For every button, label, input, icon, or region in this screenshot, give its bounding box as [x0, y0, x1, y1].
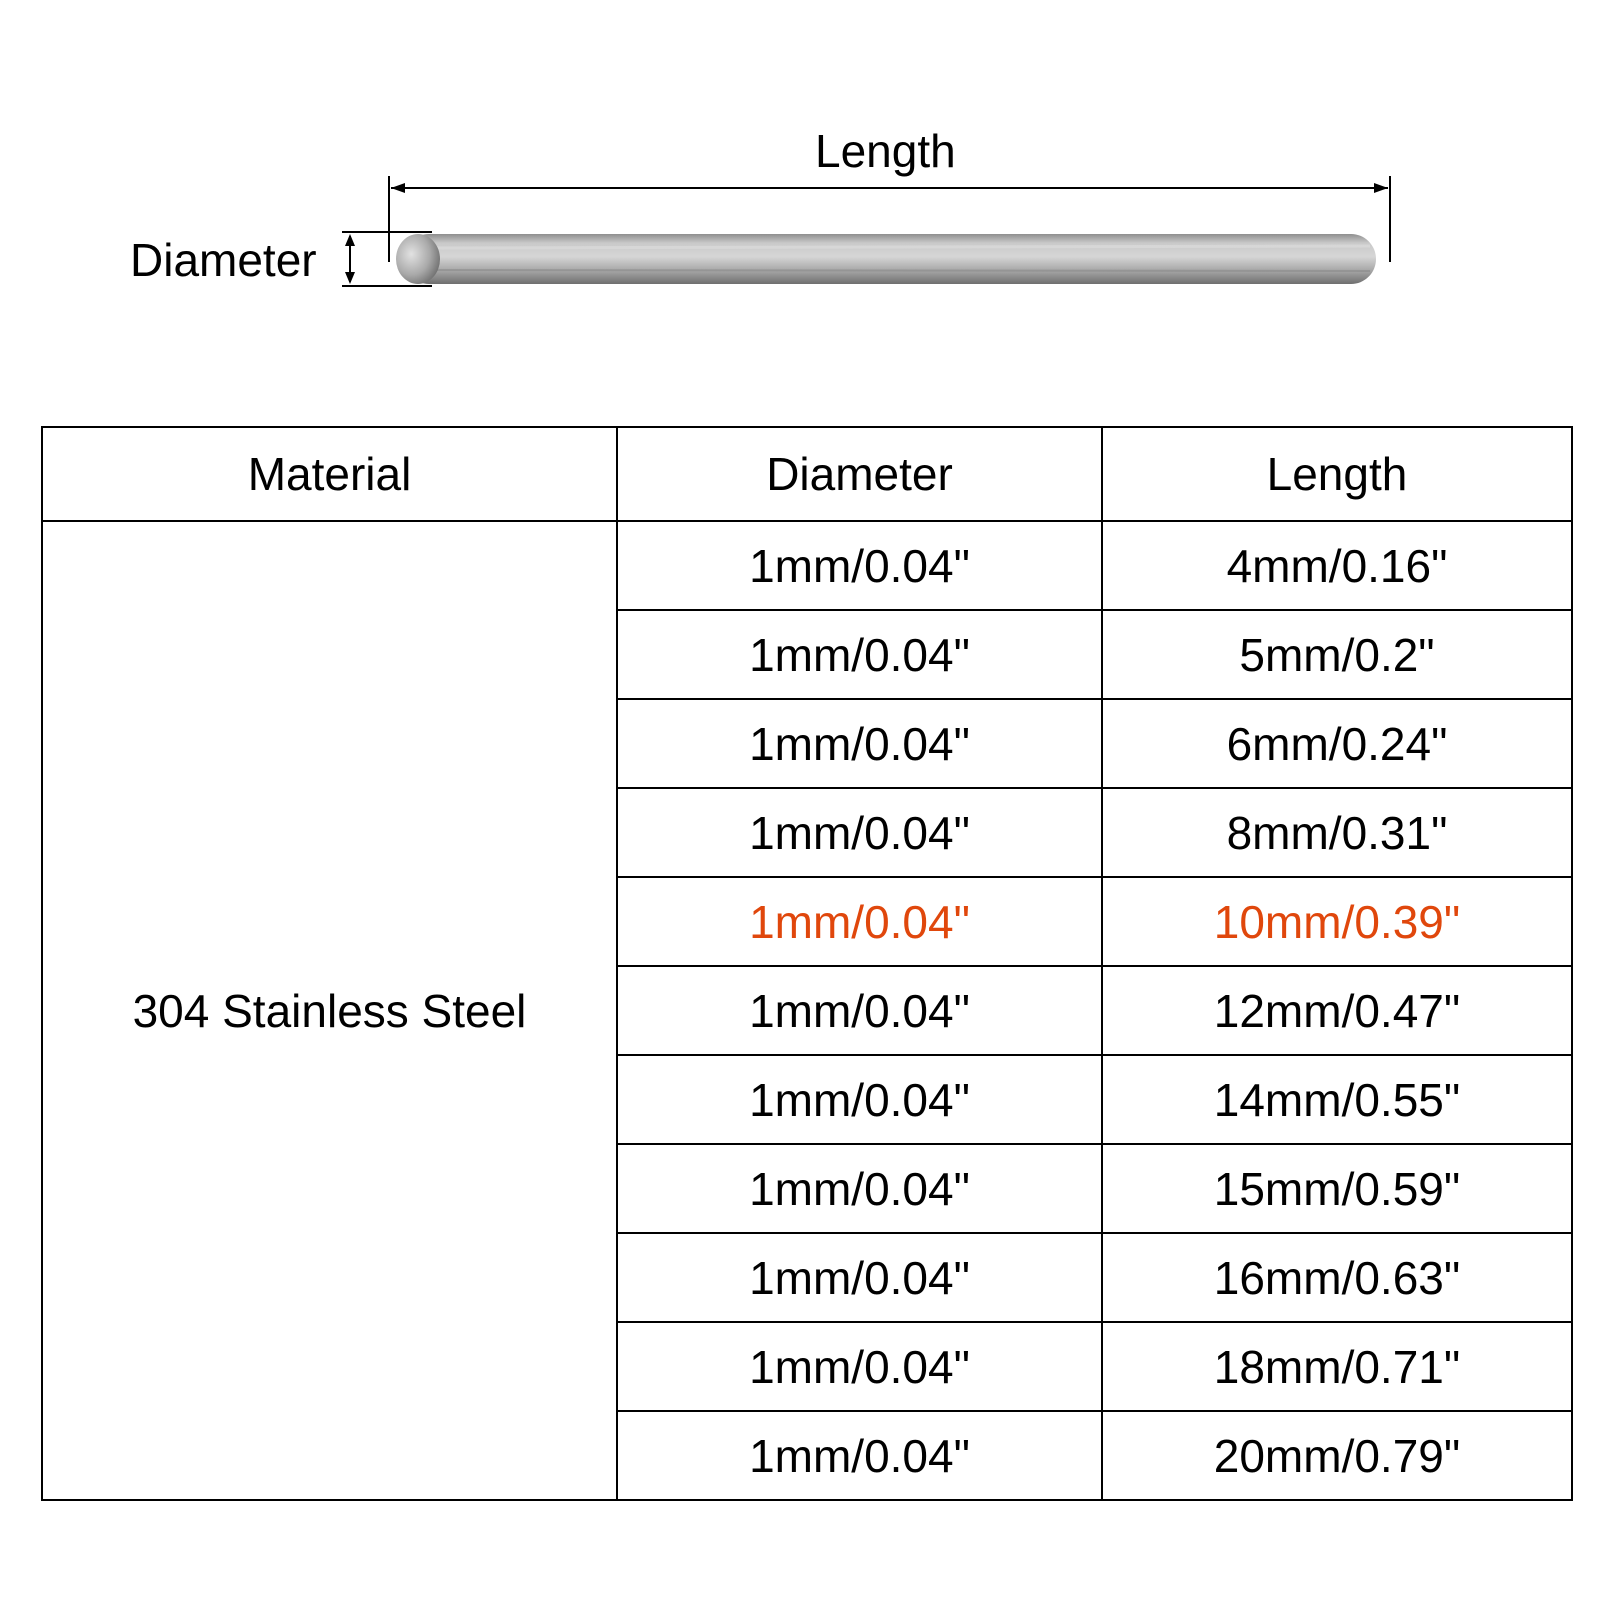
table-row: 1mm/0.04"15mm/0.59" [42, 1143, 1573, 1234]
table-row: 1mm/0.04"12mm/0.47" [42, 965, 1573, 1056]
diameter-cell: 1mm/0.04" [616, 698, 1103, 789]
length-cell: 12mm/0.47" [1101, 965, 1573, 1056]
diameter-cell: 1mm/0.04" [616, 1054, 1103, 1145]
pin-drawing [342, 176, 1391, 287]
diameter-arrow-bottom [345, 272, 355, 284]
diameter-cell: 1mm/0.04" [616, 876, 1103, 967]
length-cell: 20mm/0.79" [1101, 1410, 1573, 1501]
table-row: 1mm/0.04"20mm/0.79" [42, 1410, 1573, 1501]
diameter-cell: 1mm/0.04" [616, 520, 1103, 611]
diameter-cell: 1mm/0.04" [616, 609, 1103, 700]
length-cell: 6mm/0.24" [1101, 698, 1573, 789]
length-label: Length [815, 125, 956, 177]
pin-rounded-end [396, 234, 440, 284]
length-cell: 8mm/0.31" [1101, 787, 1573, 878]
length-cell: 15mm/0.59" [1101, 1143, 1573, 1234]
diameter-cell: 1mm/0.04" [616, 1232, 1103, 1323]
material-cell: 304 Stainless Steel [41, 520, 618, 1501]
length-cell: 5mm/0.2" [1101, 609, 1573, 700]
table-row: 1mm/0.04"16mm/0.63" [42, 1232, 1573, 1323]
header-diameter: Diameter [616, 426, 1103, 522]
diameter-cell: 1mm/0.04" [616, 1321, 1103, 1412]
pin-rod [404, 234, 1376, 284]
length-cell: 16mm/0.63" [1101, 1232, 1573, 1323]
header-material: Material [41, 426, 618, 522]
table-row: 1mm/0.04"5mm/0.2" [42, 609, 1573, 700]
length-cell: 18mm/0.71" [1101, 1321, 1573, 1412]
length-arrow-left [391, 183, 405, 193]
diameter-cell: 1mm/0.04" [616, 1143, 1103, 1234]
length-cell: 14mm/0.55" [1101, 1054, 1573, 1145]
diameter-cell: 1mm/0.04" [616, 965, 1103, 1056]
table-row: 1mm/0.04"14mm/0.55" [42, 1054, 1573, 1145]
diameter-cell: 1mm/0.04" [616, 787, 1103, 878]
table-header-row: Material Diameter Length [41, 426, 1573, 522]
spec-table: Material Diameter Length 304 Stainless S… [41, 426, 1573, 1501]
header-length: Length [1101, 426, 1573, 522]
diameter-cell: 1mm/0.04" [616, 1410, 1103, 1501]
table-row: 1mm/0.04"8mm/0.31" [42, 787, 1573, 878]
table-row: 1mm/0.04"6mm/0.24" [42, 698, 1573, 789]
table-row: 1mm/0.04"10mm/0.39" [42, 876, 1573, 967]
diameter-arrow-top [345, 234, 355, 246]
length-arrow-right [1374, 183, 1388, 193]
table-row: 1mm/0.04"18mm/0.71" [42, 1321, 1573, 1412]
length-cell: 10mm/0.39" [1101, 876, 1573, 967]
length-cell: 4mm/0.16" [1101, 520, 1573, 611]
diameter-label: Diameter [130, 234, 317, 286]
pin-dimension-diagram: Length Diameter [0, 0, 1600, 360]
